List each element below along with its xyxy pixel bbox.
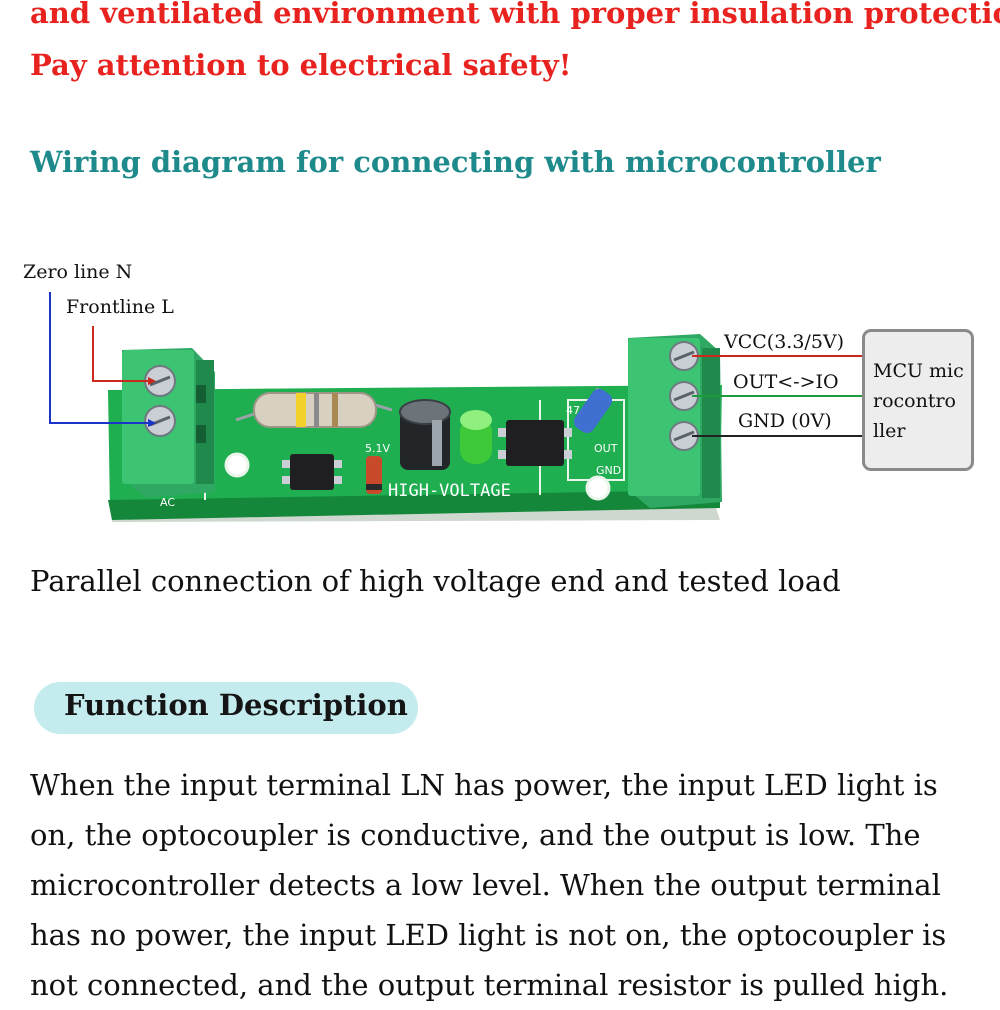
diagram-caption: Parallel connection of high voltage end … [30,564,841,598]
mcu-box: MCU mic rocontro ller [862,329,974,471]
description-line: When the input terminal LN has power, th… [30,768,938,802]
mounting-hole-right [585,475,611,501]
label-out: OUT<->IO [733,371,839,393]
optocoupler [498,420,572,466]
label-frontline: Frontline L [66,296,174,318]
wiring-diagram-heading: Wiring diagram for connecting with micro… [30,145,881,179]
pcb-edge [108,490,720,520]
mcu-label-line-1: MCU mic [873,360,964,382]
description-line: not connected, and the output terminal r… [30,968,949,1002]
function-title: Function Description [64,688,408,722]
wire-live [92,326,148,382]
warning-line-2: Pay attention to electrical safety! [30,48,572,82]
mcu-label-line-2: rocontro [873,390,956,412]
label-gnd: GND (0V) [738,410,832,432]
svg-text:AC: AC [160,496,175,509]
description-line: on, the optocoupler is conductive, and t… [30,818,921,852]
label-vcc: VCC(3.3/5V) [724,331,845,353]
mcu-label-line-3: ller [873,420,906,442]
zener-diode [366,456,382,494]
svg-text:47: 47 [566,404,580,417]
board-label-high-voltage: HIGH-VOLTAGE [388,481,511,501]
warning-line-1: and ventilated environment with proper i… [30,0,1000,30]
mounting-hole-left [224,452,250,478]
pullup-resistor [573,387,613,434]
label-zero-line: Zero line N [23,261,133,283]
right-terminal-block [628,334,722,508]
bridge-rectifier [282,454,342,490]
left-terminal-block [122,348,215,498]
function-description: When the input terminal LN has power, th… [30,760,970,1010]
function-title-pill: Function Description [34,682,418,734]
svg-text:OUT: OUT [594,442,618,455]
capacitor [399,399,451,470]
power-resistor [235,392,393,428]
description-line: has no power, the input LED light is not… [30,918,947,952]
pcb-illustration: HIGH-VOLTAGE OUT GND AC 5.1V 47 [49,292,862,522]
wire-neutral [49,292,148,424]
description-line: microcontroller detects a low level. Whe… [30,868,941,902]
svg-text:GND: GND [596,464,621,477]
svg-text:5.1V: 5.1V [365,442,390,455]
green-led [460,410,492,464]
